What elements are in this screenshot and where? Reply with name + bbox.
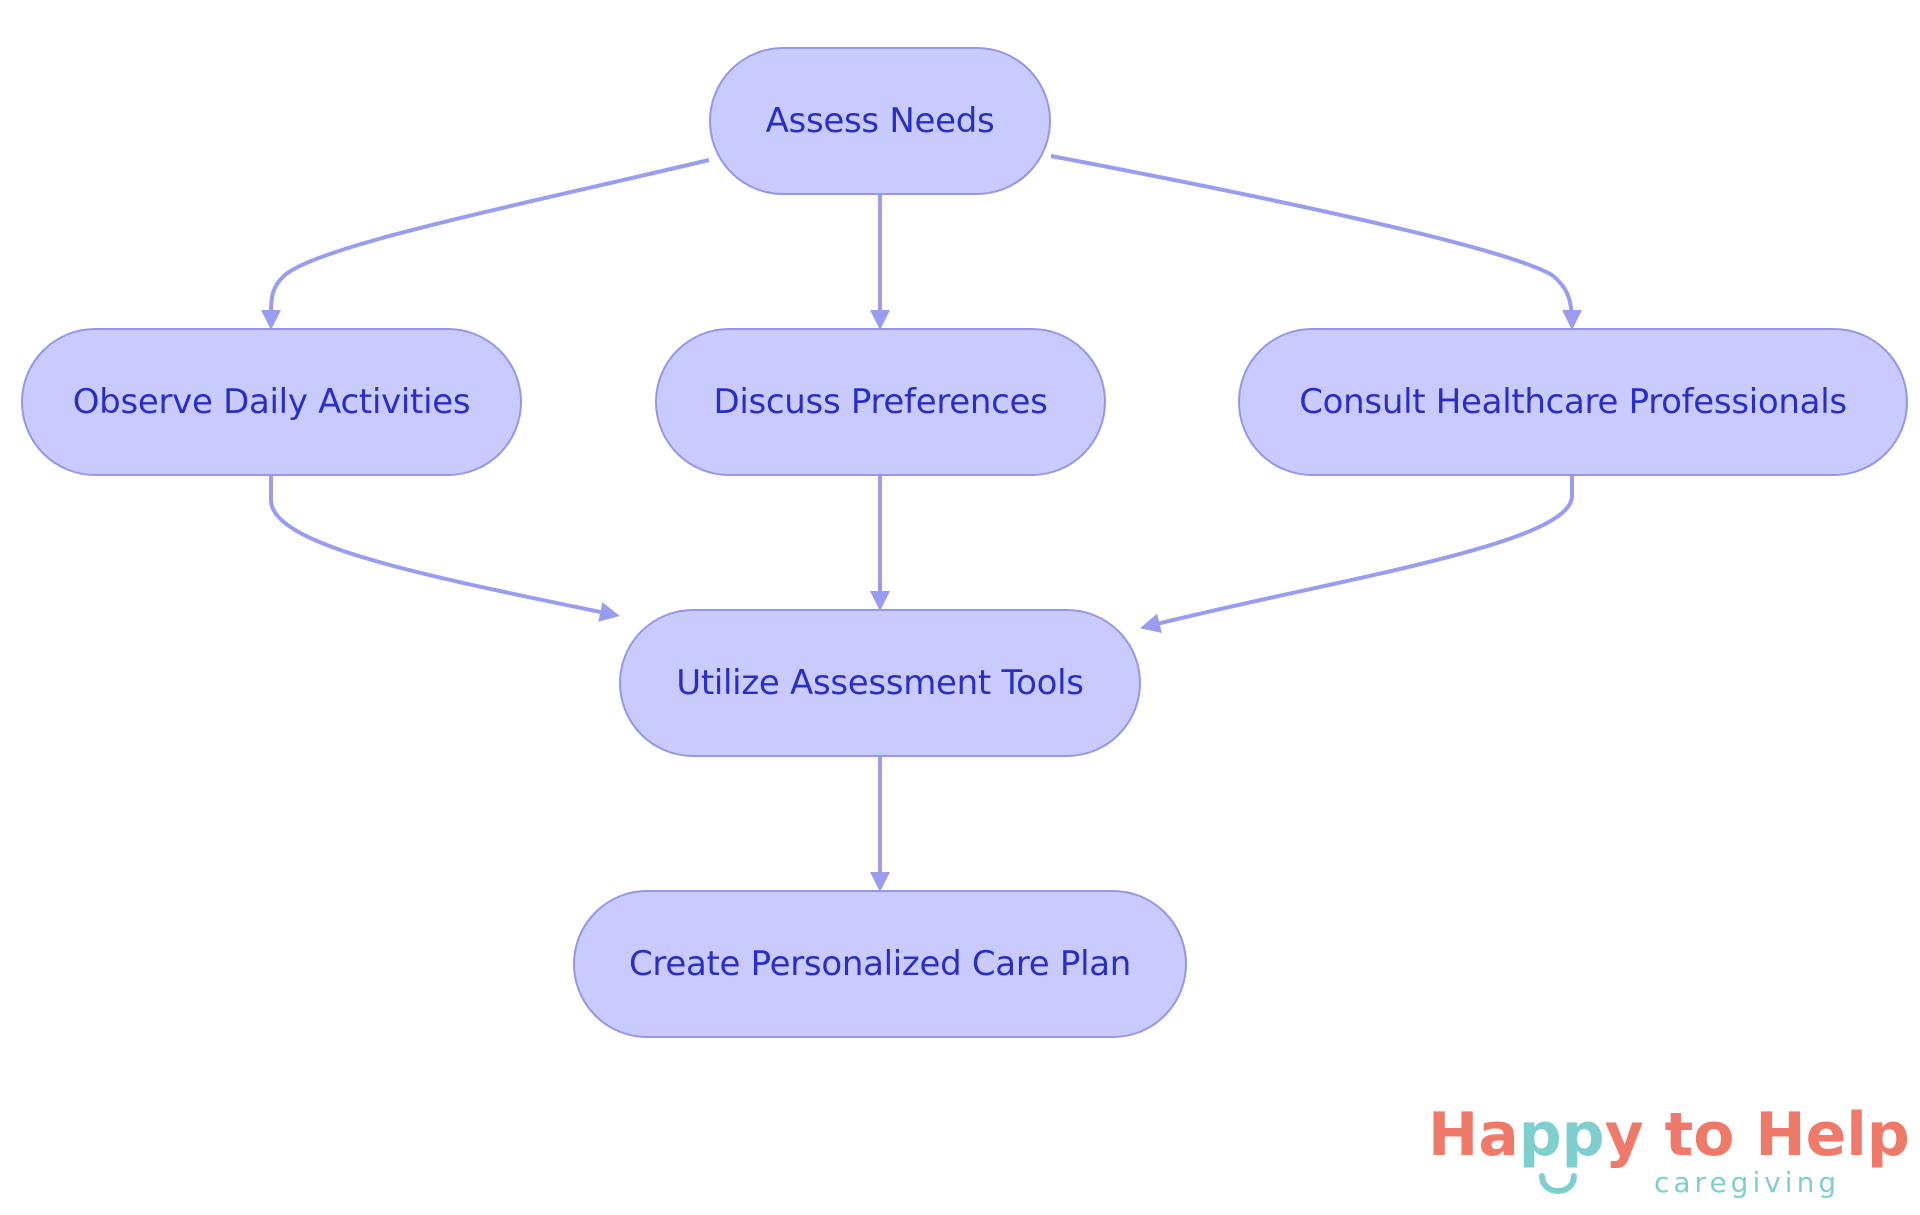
- node-discuss-preferences: Discuss Preferences: [655, 328, 1106, 476]
- brand-logo: Happy to Help caregiving: [1420, 1100, 1910, 1210]
- edge-observe-to-utilize: [269, 476, 620, 622]
- logo-wordmark: Happy to Help: [1428, 1100, 1910, 1170]
- logo-word-part-2: pp: [1518, 1100, 1605, 1170]
- node-observe-daily-activities: Observe Daily Activities: [21, 328, 522, 476]
- logo-word-part-3: y to Help: [1604, 1100, 1910, 1170]
- edge-assess-to-consult: [1050, 154, 1582, 330]
- node-assess-needs: Assess Needs: [709, 47, 1051, 195]
- node-consult-healthcare-professionals: Consult Healthcare Professionals: [1238, 328, 1908, 476]
- smile-icon: [1539, 1173, 1577, 1194]
- edge-consult-to-utilize: [1140, 476, 1574, 634]
- edge-assess-to-observe: [260, 158, 710, 330]
- node-create-personalized-care-plan: Create Personalized Care Plan: [573, 890, 1187, 1038]
- logo-tagline: caregiving: [1654, 1166, 1841, 1199]
- logo-word-part-1: Ha: [1428, 1100, 1519, 1170]
- node-utilize-assessment-tools: Utilize Assessment Tools: [619, 609, 1141, 757]
